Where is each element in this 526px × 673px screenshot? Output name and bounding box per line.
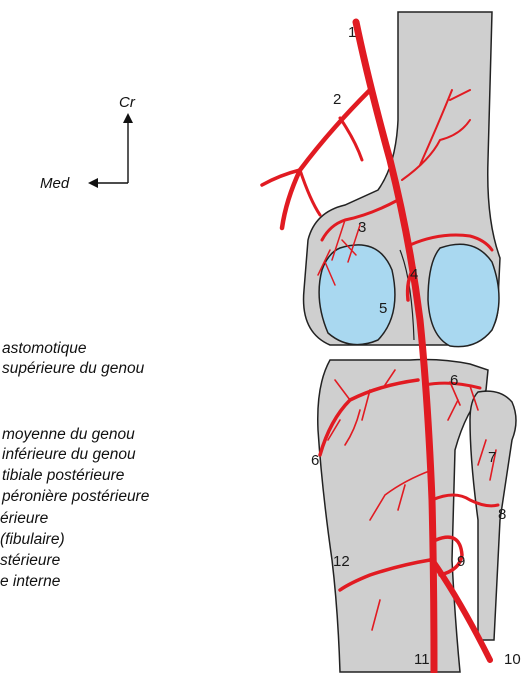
legend-item-8: (fibulaire) (0, 531, 65, 549)
label-7: 7 (488, 449, 496, 466)
orientation-indicator: Cr Med (40, 94, 136, 192)
label-4: 4 (410, 266, 418, 283)
label-10: 10 (504, 651, 521, 668)
label-6-right: 6 (450, 372, 458, 389)
legend-item-9: stérieure (0, 552, 60, 570)
medial-label: Med (40, 175, 70, 192)
legend-item-1: astomotique (2, 340, 86, 358)
fibula-bone (470, 391, 516, 640)
legend-item-7: érieure (0, 510, 48, 528)
label-8: 8 (498, 506, 506, 523)
label-2: 2 (333, 91, 341, 108)
genicular-branch-c (300, 170, 320, 215)
legend-item-2: supérieure du genou (2, 360, 144, 378)
lateral-condyle-cartilage (428, 244, 499, 346)
legend-item-4: inférieure du genou (2, 446, 136, 464)
genicular-branch-b (340, 118, 362, 160)
label-3: 3 (358, 219, 366, 236)
label-9: 9 (457, 553, 465, 570)
medial-condyle-cartilage (319, 245, 395, 345)
label-11: 11 (414, 651, 430, 668)
legend-item-3: moyenne du genou (2, 426, 135, 444)
legend-item-10: e interne (0, 573, 60, 591)
label-5: 5 (379, 300, 387, 317)
legend-item-5: tibiale postérieure (2, 467, 124, 485)
label-1: 1 (348, 24, 356, 41)
legend-item-6: péronière postérieure (2, 488, 149, 506)
cranial-label: Cr (119, 94, 136, 111)
label-12: 12 (333, 553, 350, 570)
label-6-left: 6 (311, 452, 319, 469)
